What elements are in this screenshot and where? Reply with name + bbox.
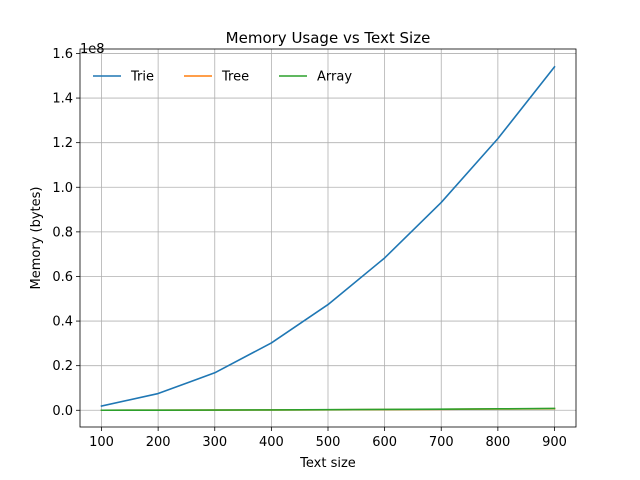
y-tick-label: 0.2 [52,359,73,374]
y-axis-offset-label: 1e8 [80,42,105,57]
y-tick-label: 1.6 [52,47,73,62]
x-tick-label: 200 [146,435,171,450]
x-tick-label: 700 [429,435,454,450]
x-tick-label: 900 [542,435,567,450]
legend-label-trie: Trie [130,70,154,85]
series-layer [100,65,556,412]
y-tick-label: 1.2 [52,136,73,151]
series-line-trie [100,65,556,407]
y-tick-label: 0.8 [52,225,73,240]
legend-label-array: Array [317,70,352,85]
y-tick-label: 1.0 [52,181,73,196]
y-tick-label: 1.4 [52,92,73,107]
x-tick-label: 100 [89,435,114,450]
x-tick-label: 800 [485,435,510,450]
grid-lines [80,49,576,427]
x-tick-label: 600 [372,435,397,450]
y-tick-label: 0.6 [52,270,73,285]
chart-title: Memory Usage vs Text Size [226,29,431,47]
y-tick-label: 0.4 [52,315,73,330]
x-axis: 100 200 300 400 500 600 700 800 900 [89,427,567,450]
series-line-array [100,407,556,412]
x-axis-label: Text size [299,456,356,471]
y-axis-label: Memory (bytes) [29,187,44,290]
x-tick-label: 400 [259,435,284,450]
y-tick-label: 0.0 [52,404,73,419]
legend-label-tree: Tree [221,70,249,85]
x-tick-label: 300 [202,435,227,450]
y-axis: 0.0 0.2 0.4 0.6 0.8 1.0 1.2 1.4 1.6 [52,47,80,419]
x-tick-label: 500 [316,435,341,450]
legend: Trie Tree Array [93,70,352,85]
